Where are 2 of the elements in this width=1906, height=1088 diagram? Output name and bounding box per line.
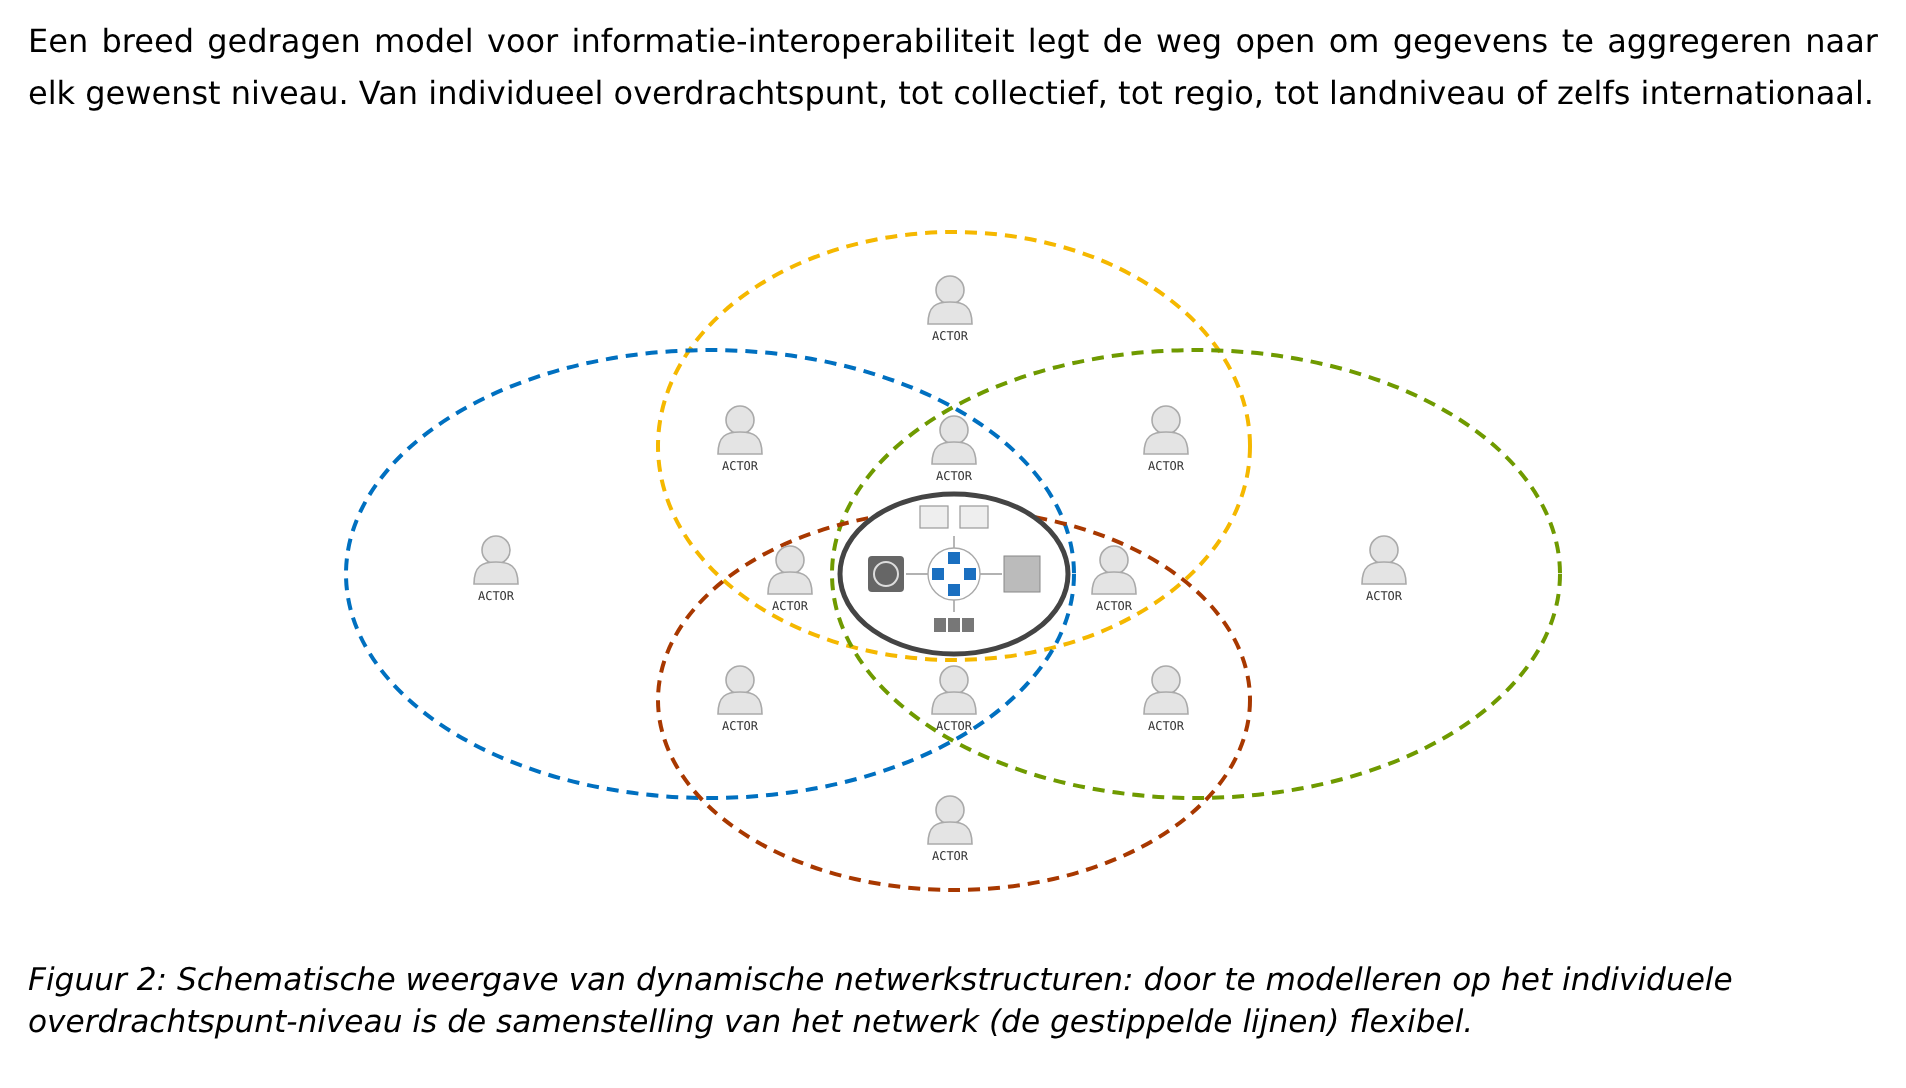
intro-paragraph: Een breed gedragen model voor informatie-interoperabiliteit legt de weg open om gegevens te aggregeren naar elk gewenst niveau. Van individueel overdrachtspunt, tot collectief, tot regio, tot landniveau of zelfs internationaal. (28, 20, 1878, 116)
figure-caption: Figuur 2: Schematische weergave van dynamische netwerkstructuren: door te modelleren op het individuele overdrachtspunt-niveau is de samenstelling van het netwerk (de gestippelde lijnen) flexibel. (28, 960, 1735, 1044)
